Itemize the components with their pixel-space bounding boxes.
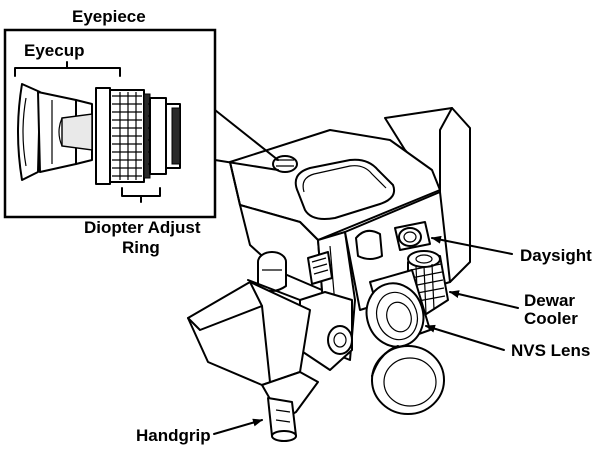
dewar-label-line1: Dewar — [524, 291, 575, 310]
handgrip-assembly — [187, 281, 319, 442]
mount-mechanism — [247, 251, 353, 371]
nvs-lens — [365, 269, 445, 415]
eyepiece-label: Eyepiece — [72, 7, 146, 26]
dewar-arrow — [449, 290, 519, 309]
diopter-label-line2: Ring — [122, 238, 160, 257]
eyepiece-inset — [3, 28, 279, 219]
handgrip-label: Handgrip — [136, 426, 211, 445]
eyecup — [17, 83, 93, 181]
diopter-label-line1: Diopter Adjust — [84, 218, 201, 237]
daysight-label: Daysight — [520, 246, 592, 265]
diopter-ring — [95, 87, 181, 185]
dewar-label-line2: Cooler — [524, 309, 578, 328]
daysight-arrow — [431, 235, 513, 255]
nvs-lens-arrow — [425, 324, 505, 351]
handgrip-arrow — [213, 418, 263, 435]
eyecup-label: Eyecup — [24, 41, 84, 60]
nvs-lens-label: NVS Lens — [511, 341, 590, 360]
daysight-window — [355, 221, 431, 260]
